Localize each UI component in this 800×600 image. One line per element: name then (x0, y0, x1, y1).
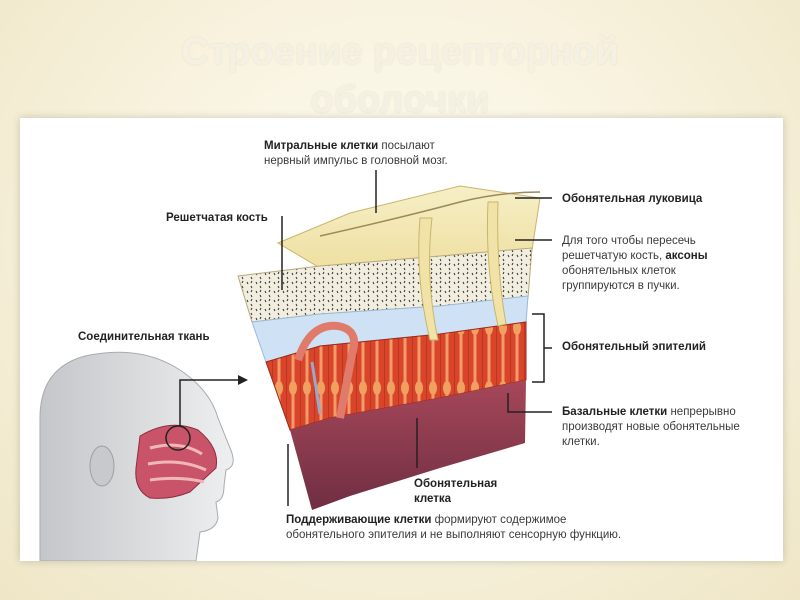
head-illustration (39, 351, 234, 561)
axons-text-4: группируются в пучки. (562, 280, 680, 292)
axons-text-3: обонятельных клеток (562, 265, 676, 277)
mitral-nerve (319, 191, 541, 237)
slide-title: Строение рецепторной оболочки (181, 31, 619, 121)
basal-cells-label: Базальные клетки непрерывно производят н… (562, 405, 740, 450)
supporting-cells-text-2: обонятельного эпителия и не выполняют се… (286, 529, 622, 541)
olfactory-illustration (39, 170, 552, 561)
gland (294, 321, 359, 419)
olfactory-cell-text-2: клетка (414, 493, 452, 505)
olfactory-epithelium-label: Обонятельный эпителий (562, 341, 707, 353)
connective-tissue-label: Соединительная ткань (78, 331, 210, 343)
olfactory-cell-label: Обонятельная клетка (414, 477, 497, 507)
leader-lines (179, 170, 552, 506)
olfactory-bulb-label: Обонятельная луковица (562, 193, 703, 205)
basal-cells-text-2: производят новые обонятельные (562, 421, 740, 433)
diagram-panel: Митральные клетки посылают нервный импул… (20, 118, 783, 561)
ear (89, 445, 115, 487)
magnifier-circle (165, 425, 191, 451)
axons-label: Для того чтобы пересечь решетчатую кость… (562, 234, 708, 294)
axon-bundle (418, 217, 439, 341)
axons-term: аксоны (665, 250, 708, 262)
tissue-block (237, 185, 541, 510)
mitral-cells-text-1: посылают (378, 140, 435, 152)
supporting-cells-text-1: формируют содержимое (431, 514, 567, 526)
olfactory-cell-text-1: Обонятельная (414, 478, 498, 490)
supporting-cells-label: Поддерживающие клетки формируют содержим… (286, 513, 621, 543)
mitral-cells-label: Митральные клетки посылают нервный импул… (264, 139, 448, 169)
mitral-cells-term: Митральные клетки (264, 140, 379, 152)
basal-cells-text-1: непрерывно (667, 406, 736, 418)
mitral-cells-text-2: нервный импульс в головной мозг. (264, 155, 448, 167)
base-layer (290, 380, 526, 510)
axon-bundle (486, 201, 507, 327)
arrow-head (238, 375, 248, 385)
ethmoid-bone-label: Решетчатая кость (166, 212, 268, 224)
axons-text-2: решетчатую кость, (562, 250, 666, 262)
basal-cells-text-3: клетки. (562, 436, 600, 448)
axons-text-1: Для того чтобы пересечь (562, 235, 696, 247)
basal-cells-term: Базальные клетки (562, 406, 668, 418)
supporting-cells-term: Поддерживающие клетки (286, 514, 432, 526)
